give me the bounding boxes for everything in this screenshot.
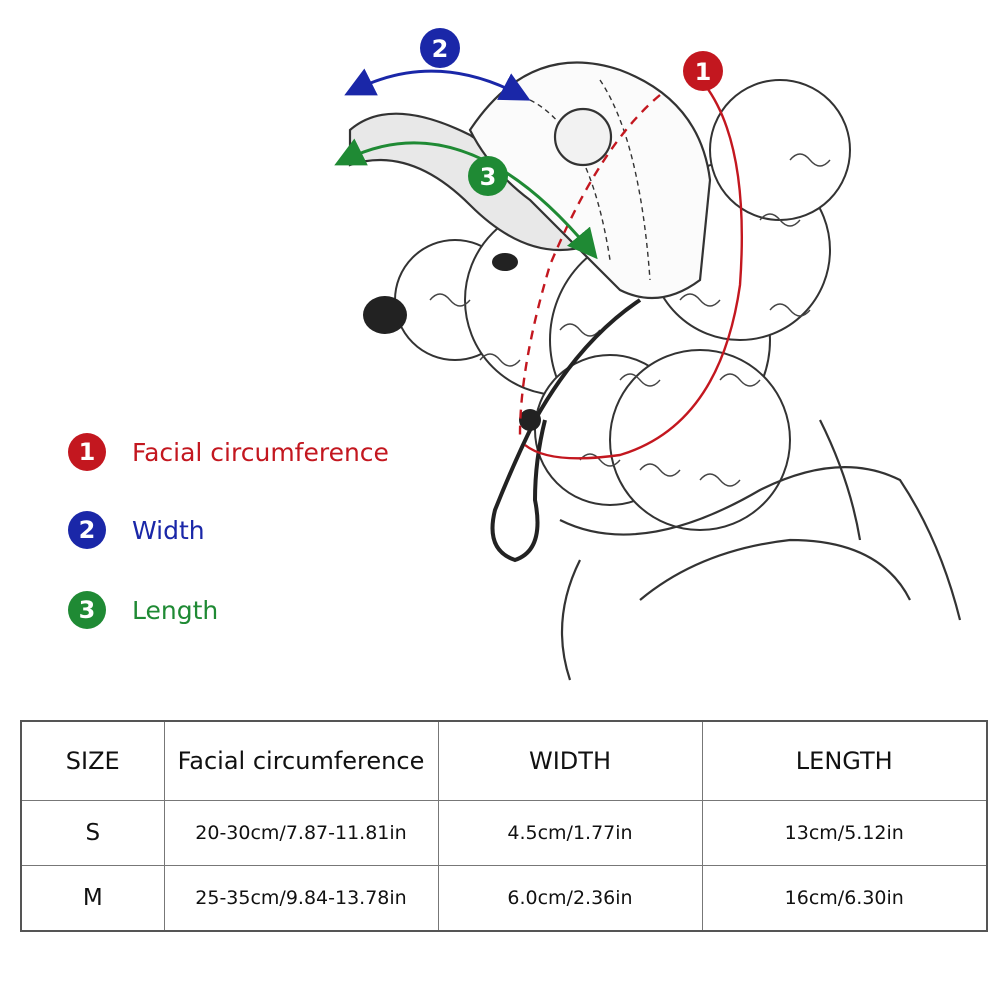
fur-curls (429, 153, 831, 487)
facial-cell: 20-30cm/7.87-11.81in (163, 800, 439, 866)
legend-item-width: 2 Width (68, 510, 205, 550)
size-cell: M (20, 865, 165, 932)
dog-nose (363, 296, 407, 334)
table-row: M 25-35cm/9.84-13.78in 6.0cm/2.36in 16cm… (20, 865, 988, 932)
dog-eye (492, 253, 518, 271)
length-arrow (334, 138, 598, 260)
legend-label: Length (132, 595, 219, 625)
width-marker: 2 (420, 28, 460, 68)
strap-stopper (519, 409, 541, 431)
table-row: S 20-30cm/7.87-11.81in 4.5cm/1.77in 13cm… (20, 800, 988, 866)
legend-item-facial: 1 Facial circumference (68, 432, 389, 472)
svg-text:2: 2 (432, 35, 449, 63)
svg-text:3: 3 (480, 163, 497, 191)
facial-marker: 1 (683, 51, 723, 91)
chin-strap (490, 298, 642, 563)
facial-cell: 25-35cm/9.84-13.78in (163, 865, 439, 932)
dog-cap-illustration: 1 2 3 (334, 28, 962, 681)
dog-hoodie (559, 419, 962, 681)
legend-label: Width (132, 515, 205, 545)
legend-item-length: 3 Length (68, 590, 218, 630)
size-cell: S (20, 800, 165, 866)
width-cell: 6.0cm/2.36in (437, 865, 703, 932)
size-table: SIZE Facial circumference WIDTH LENGTH S… (20, 720, 988, 932)
header-length: LENGTH (701, 720, 988, 801)
svg-text:1: 1 (695, 58, 712, 86)
width-arrow (344, 68, 531, 101)
legend-label: Facial circumference (132, 437, 389, 467)
header-facial-circumference: Facial circumference (163, 720, 439, 801)
facial-circumference-line (518, 84, 743, 460)
length-cell: 13cm/5.12in (701, 800, 988, 866)
table-header-row: SIZE Facial circumference WIDTH LENGTH (20, 720, 988, 801)
length-marker: 3 (468, 156, 508, 196)
legend-badge: 2 (68, 511, 106, 549)
length-cell: 16cm/6.30in (701, 865, 988, 932)
width-cell: 4.5cm/1.77in (437, 800, 703, 866)
legend-badge: 3 (68, 591, 106, 629)
legend-badge: 1 (68, 433, 106, 471)
header-size: SIZE (20, 720, 165, 801)
header-width: WIDTH (437, 720, 703, 801)
